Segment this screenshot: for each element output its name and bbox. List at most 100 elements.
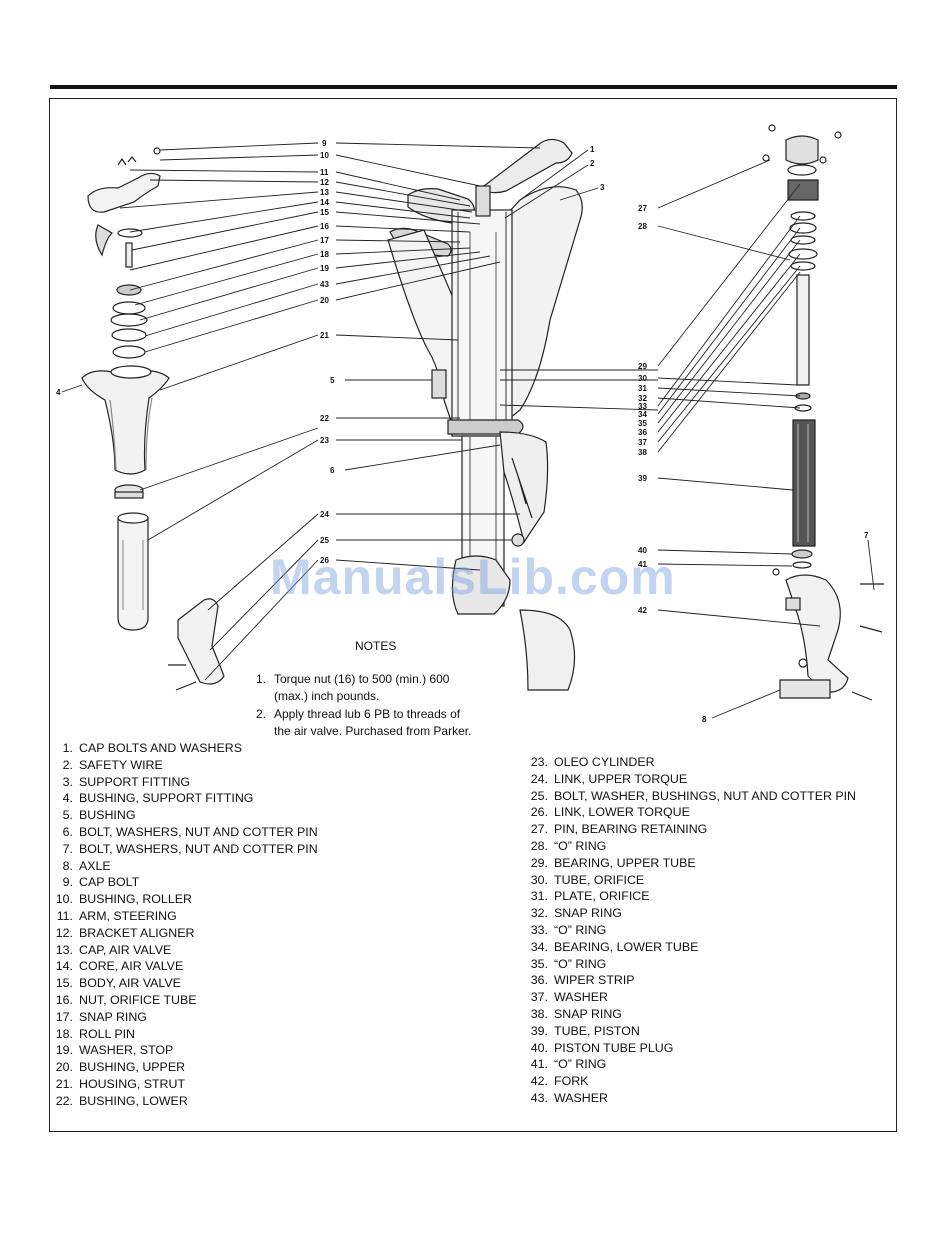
callout-4: 4 [56,388,61,397]
left-exploded-parts [81,147,225,691]
callout-27: 27 [638,204,647,213]
callout-12: 12 [320,178,329,187]
part-number: 10. [55,892,73,907]
callout-17: 17 [320,236,329,245]
callout-39: 39 [638,474,647,483]
parts-list-item: 23.OLEO CYLINDER [523,754,856,771]
parts-list-item: 40.PISTON TUBE PLUG [523,1040,856,1057]
part-name: FORK [554,1074,589,1089]
callout-31: 31 [638,384,647,393]
part-name: LINK, LOWER TORQUE [554,805,690,820]
parts-list-item: 19.WASHER, STOP [48,1042,318,1059]
callout-7: 7 [864,531,869,540]
part-name: BODY, AIR VALVE [79,976,181,991]
part-number: 14. [55,959,73,974]
part-name: HOUSING, STRUT [79,1076,186,1091]
parts-list-item: 30. TUBE, ORIFICE [523,872,856,889]
part-name: OLEO CYLINDER [554,755,655,769]
parts-list-item: 13.CAP, AIR VALVE [48,942,318,959]
figure-frame [49,98,897,1132]
parts-list-item: 34.BEARING, LOWER TUBE [523,939,856,956]
part-name: SNAP RING [554,906,622,921]
part-name: AXLE [79,858,111,873]
parts-list-item: 18.ROLL PIN [48,1026,318,1043]
parts-list-item: 27.PIN, BEARING RETAINING [523,821,856,838]
parts-list-item: 42.FORK [523,1073,856,1090]
part-number: 12. [55,925,73,940]
parts-list-item: 24.LINK, UPPER TORQUE [523,771,856,788]
parts-list-item: 9.CAP BOLT [48,874,318,891]
part-number: 30. [530,872,548,887]
parts-list-item: 11.ARM, STEERING [48,908,318,925]
parts-list-item: 6.BOLT, WASHERS, NUT AND COTTER PIN [48,824,318,841]
part-number: 26. [530,805,548,820]
part-name: ROLL PIN [79,1026,136,1041]
callout-42: 42 [638,606,647,615]
parts-list-item: 38.SNAP RING [523,1006,856,1023]
parts-list-item: 39.TUBE, PISTON [523,1023,856,1040]
parts-list-item: 2.SAFETY WIRE [48,757,318,774]
part-number: 31. [530,889,548,904]
parts-list-item: 43.WASHER [523,1090,856,1107]
part-number: 17. [55,1009,73,1024]
part-number: 36. [530,973,548,988]
part-number: 4. [62,791,73,806]
note-2: 2.Apply thread lub 6 PB to threads of th… [256,706,502,740]
part-name: PISTON TUBE PLUG [554,1040,674,1055]
note-number: 2. [256,707,267,721]
part-number: 38. [530,1006,548,1021]
note-text: Apply thread lub 6 PB to threads of [274,707,461,721]
part-name: SNAP RING [79,1009,147,1024]
parts-list-item: 12.BRACKET ALIGNER [48,925,318,942]
part-number: 15. [55,976,73,991]
parts-list-item: 22.BUSHING, LOWER [48,1093,318,1110]
part-name: BOLT, WASHERS, NUT AND COTTER PIN [79,824,318,839]
parts-list-item: 10. BUSHING, ROLLER [48,891,318,908]
parts-list-item: 28.“O” RING [523,838,856,855]
parts-list-item: 33.“O” RING [523,922,856,939]
notes-title: NOTES [355,639,397,653]
parts-list-item: 15. BODY, AIR VALVE [48,975,318,992]
part-number: 7. [62,841,73,856]
callout-8: 8 [702,715,707,724]
part-number: 13. [55,942,73,957]
part-number: 39. [530,1023,548,1038]
part-name: BOLT, WASHER, BUSHINGS, NUT AND COTTER P… [554,788,857,803]
part-number: 8. [62,858,73,873]
part-number: 35. [530,956,548,971]
part-number: 19. [55,1043,73,1058]
callout-labels: 9 10 11 12 13 14 15 16 17 18 19 43 20 21… [56,139,869,724]
parts-list-item: 1.CAP BOLTS AND WASHERS [48,740,318,757]
part-name: WASHER [554,1090,608,1105]
parts-list-item: 26. LINK, LOWER TORQUE [523,804,856,821]
callout-6: 6 [330,466,335,475]
part-name: BUSHING [79,808,136,823]
callout-32: 32 [638,394,647,403]
part-name: TUBE, ORIFICE [554,872,645,887]
callout-5: 5 [330,376,335,385]
callout-26: 26 [320,556,329,565]
callout-22: 22 [320,414,329,423]
part-number: 29. [530,855,548,870]
part-name: PIN, BEARING RETAINING [554,822,708,837]
parts-list-item: 8. AXLE [48,858,318,875]
part-name: CAP BOLTS AND WASHERS [79,741,242,755]
parts-list-item: 5.BUSHING [48,807,318,824]
part-name: WASHER [554,990,608,1005]
part-number: 21. [55,1076,73,1091]
part-name: “O” RING [554,838,607,853]
note-text: Torque nut (16) to 500 (min.) 600 [274,672,450,686]
part-number: 25. [530,788,548,803]
part-number: 41. [530,1057,548,1072]
part-number: 37. [530,990,548,1005]
callout-29: 29 [638,362,647,371]
part-number: 34. [530,939,548,954]
callout-36: 36 [638,428,647,437]
part-name: SAFETY WIRE [79,757,163,772]
part-name: BUSHING, ROLLER [79,892,192,907]
part-number: 32. [530,906,548,921]
callout-30: 30 [638,374,647,383]
parts-list-item: 41.“O” RING [523,1056,856,1073]
